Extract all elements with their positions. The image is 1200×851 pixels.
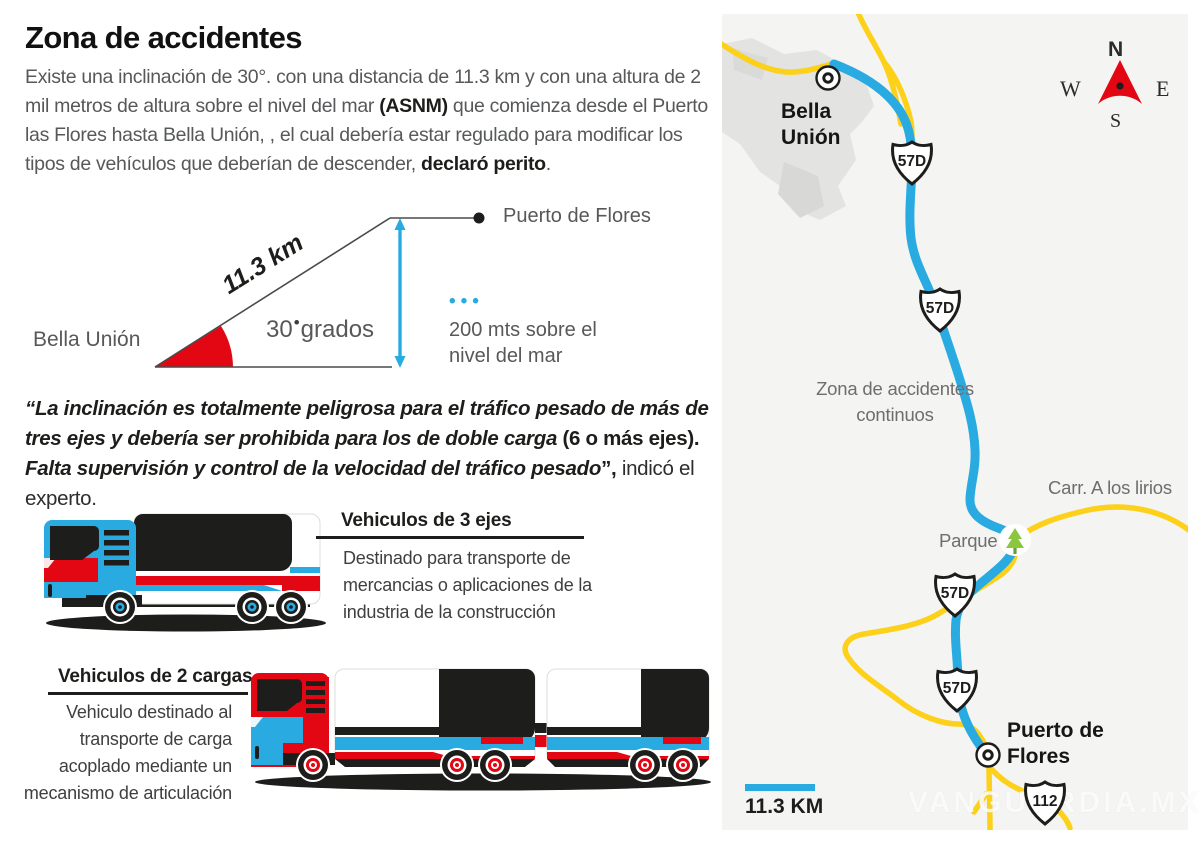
expert-quote-paragraph: “La inclinación es totalmente peligrosa … [25,394,717,514]
quote-bold-ejes: (6 o más ejes). [562,427,700,450]
intro-text: Existe una inclinación de 30°. con una d… [25,66,701,117]
vehicle-3-axles-description: Destinado para transporte de mercancias … [343,548,592,622]
intro-bold-asnm: (ASNM) [379,95,448,117]
truck-2-cargo-illustration [251,668,711,791]
diagram-start-city-label: Bella Unión [33,328,141,351]
endpoint-dot [473,212,485,224]
degree-dot: • [293,313,300,332]
route-shield-57d-4: 57D [934,666,980,714]
compass-south-label: S [1110,110,1122,132]
truck-wheel [440,748,474,782]
truck-wheel [274,590,308,624]
heading-underline [48,692,248,695]
quote-italic-1: “La inclinación es totalmente peligrosa … [25,397,709,450]
tree-icon [999,524,1031,556]
truck-wheel [103,590,137,624]
quote-italic-2: Falta supervisión y control de la veloci… [25,457,602,480]
city-marker-bella-union [815,65,841,91]
intro-text-3: . [545,153,551,175]
quote-close: ”, [601,457,617,480]
vehicle-2-cargo-description: Vehiculo destinado al transporte de carg… [23,702,232,803]
page-title: Zona de accidentes [25,20,303,55]
map-label-puerto-flores: Puerto de Flores [1007,719,1104,768]
diagram-end-city-label: Puerto de Flores [503,205,651,227]
truck-wheel [478,748,512,782]
incline-angle-wedge [155,326,233,367]
route-shield-57d-3: 57D [932,571,978,619]
route-shield-112: 112 [1022,779,1068,827]
altitude-label: 200 mts sobre el nivel del mar [449,319,597,367]
incline-diagram [154,212,485,368]
truck-wheel [628,748,662,782]
scale-legend-bar [745,784,815,791]
route-shield-57d-2: 57D [917,286,963,334]
compass-east-label: E [1156,76,1170,101]
map-label-bella-union: Bella Unión [781,100,841,149]
truck-3-axles-illustration [44,513,326,632]
height-arrow [394,218,406,368]
compass-west-label: W [1060,76,1081,101]
map-label-parque: Parque [939,530,998,551]
angle-label: 30•grados [266,313,375,344]
truck-wheel [666,748,700,782]
truck-wheel [235,590,269,624]
north-arrow-icon [1098,60,1142,104]
heading-underline [316,536,584,539]
vehicle-3-axles-heading: Vehiculos de 3 ejes [341,510,512,531]
city-marker-puerto-flores [975,742,1001,768]
angle-value: 30 [266,316,293,343]
map-panel: VANGUARDIA.MX 57D 57D 57D 57D 112 [722,14,1198,830]
route-shield-57d-1: 57D [889,139,935,187]
scale-legend-label: 11.3 KM [745,795,824,818]
intro-paragraph: Existe una inclinación de 30°. con una d… [25,63,715,179]
compass-north-label: N [1108,38,1124,61]
map-label-carr-lirios: Carr. A los lirios [1048,477,1172,498]
altitude-dots-icon: ••• [449,291,484,312]
quote-attribution: indicó el experto. [25,457,695,510]
map-label-accident-zone: Zona de accidentes continuos [816,378,974,425]
vehicle-2-cargo-heading: Vehiculos de 2 cargas [58,666,253,687]
angle-word: grados [300,316,375,343]
intro-text-2: que comienza desde el Puerto las Flores … [25,95,708,175]
truck-wheel [296,748,330,782]
compass-rose: N W E S [1052,36,1192,146]
intro-bold-perito: declaró perito [421,153,546,175]
